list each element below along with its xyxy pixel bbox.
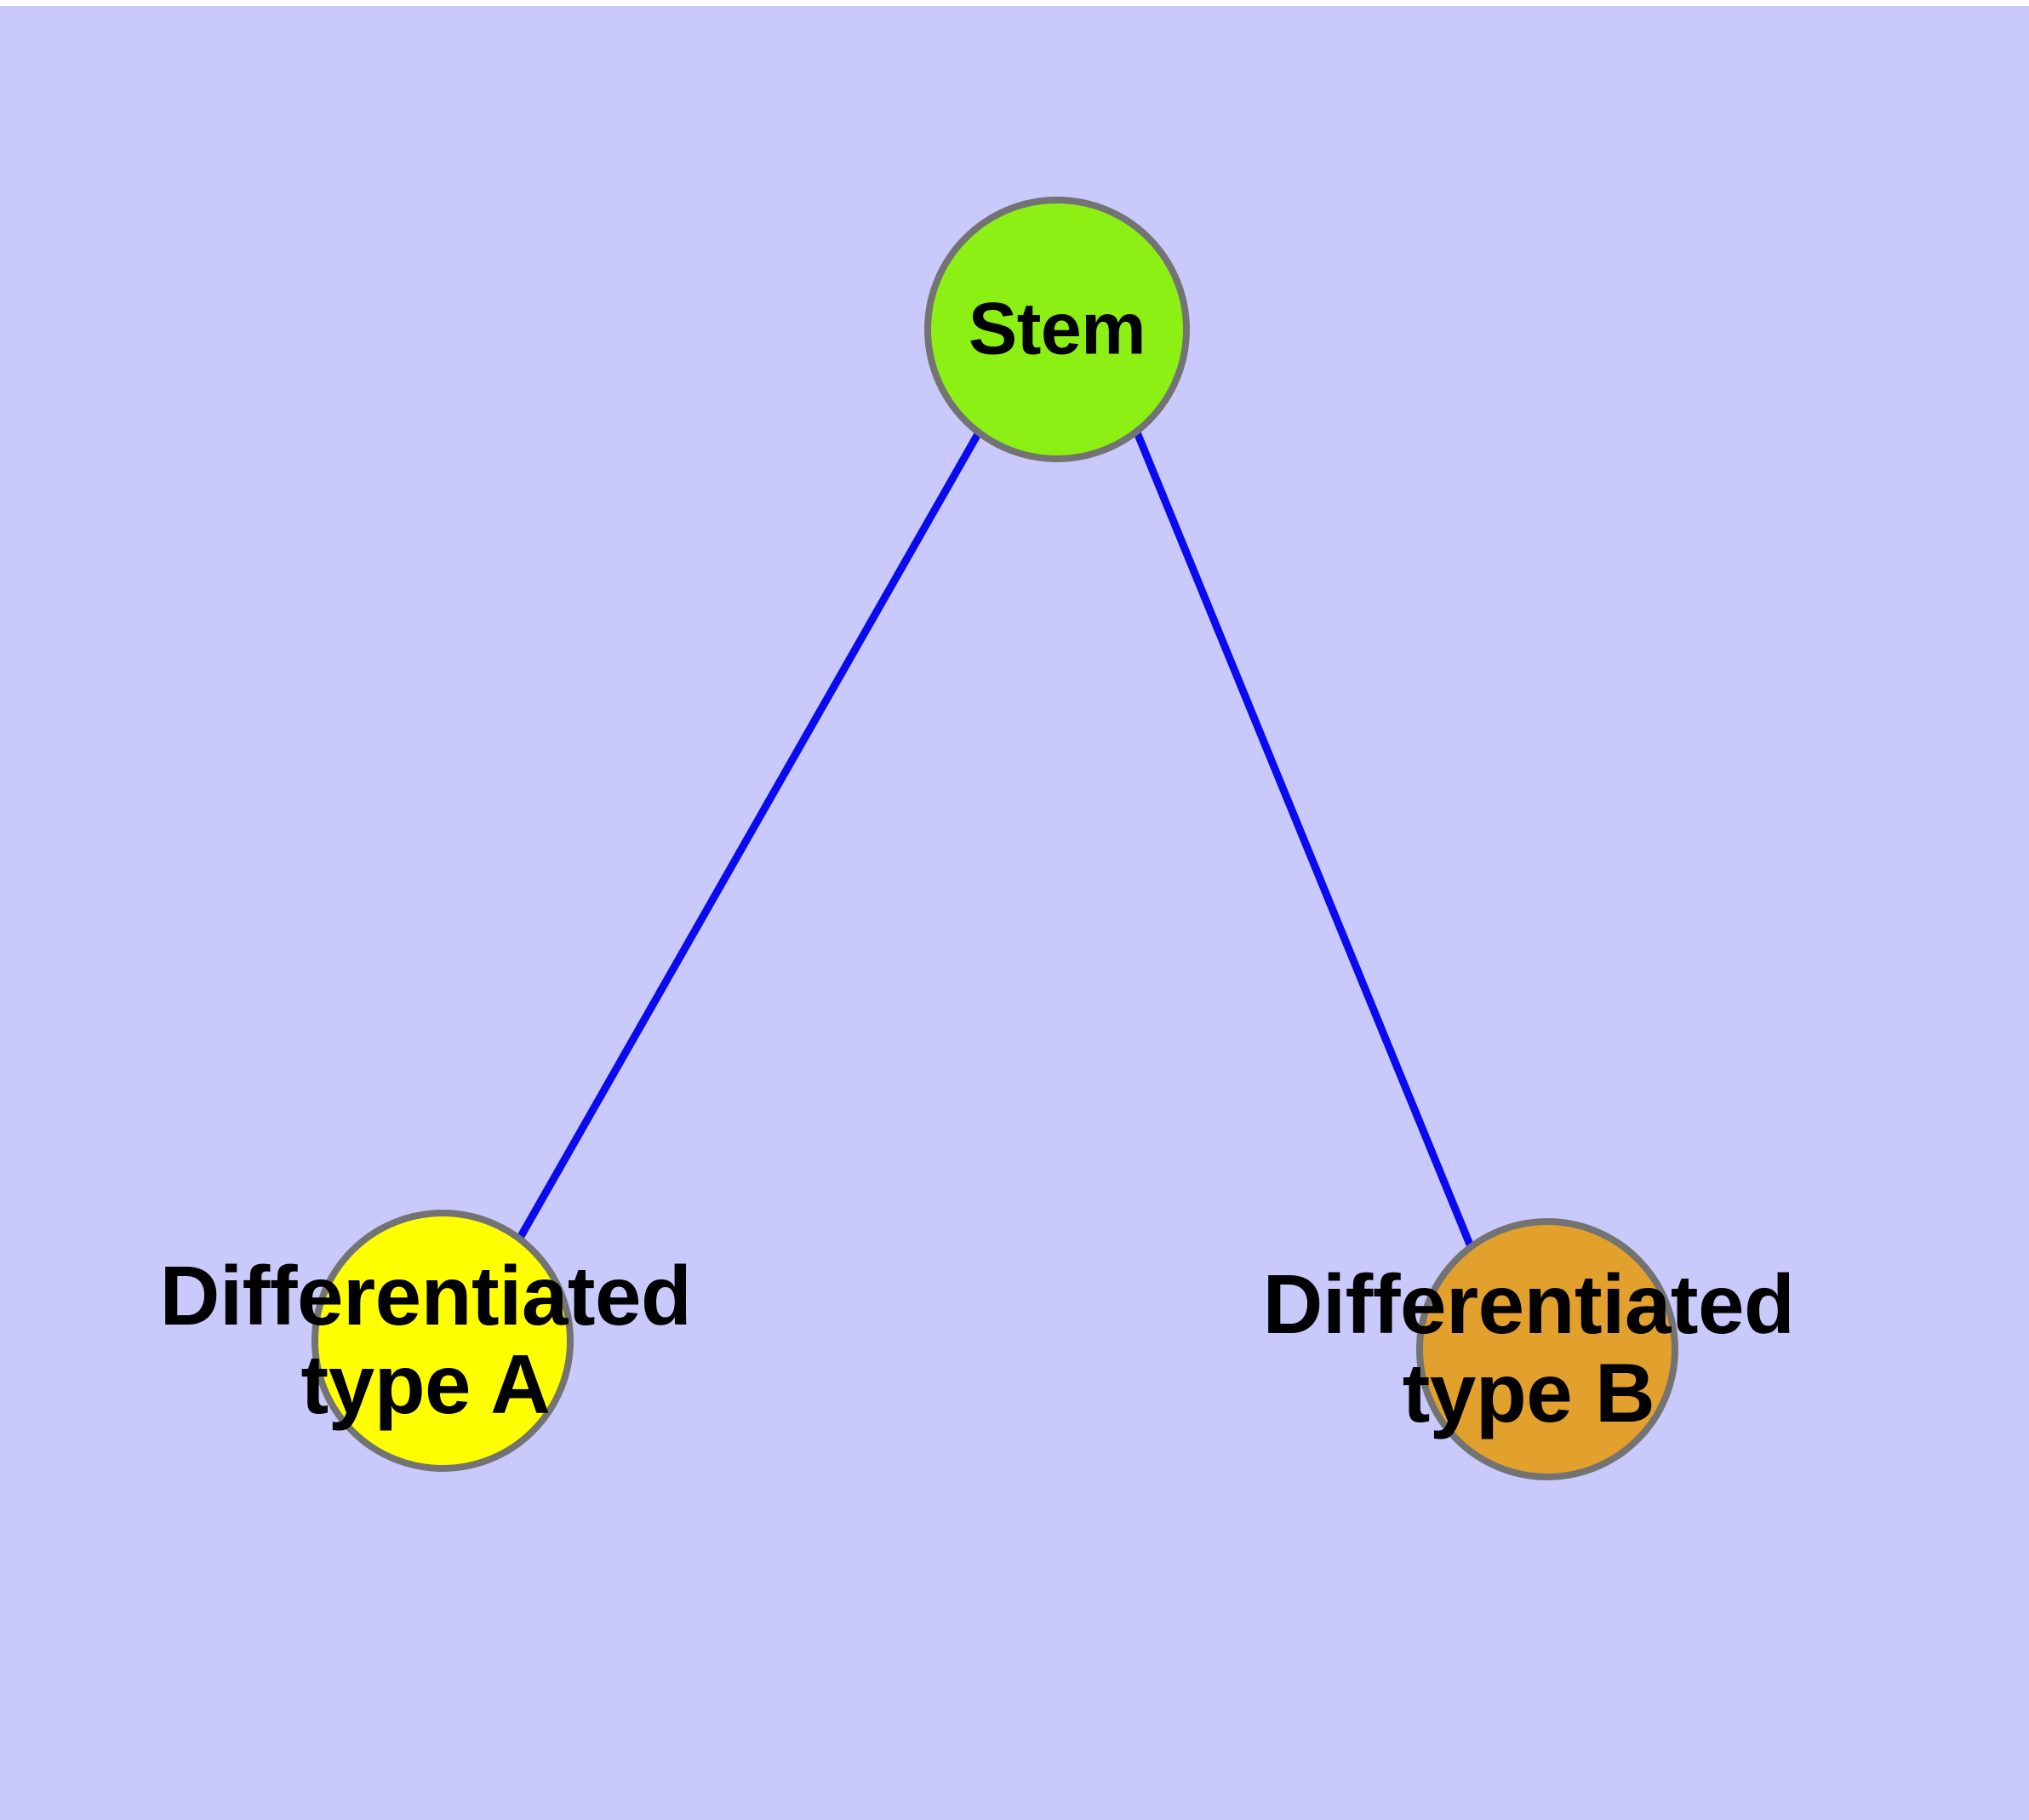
- edge-stem-to-type-b[interactable]: [1133, 431, 1474, 1246]
- node-group: [311, 197, 1678, 1480]
- node-differentiated-type-b[interactable]: [1416, 1218, 1678, 1480]
- graph-svg: [311, 197, 1678, 1480]
- node-differentiated-type-a[interactable]: [311, 1210, 574, 1472]
- edge-stem-to-type-a[interactable]: [517, 430, 982, 1240]
- edge-group: [517, 430, 1474, 1246]
- node-stem[interactable]: [924, 197, 1190, 462]
